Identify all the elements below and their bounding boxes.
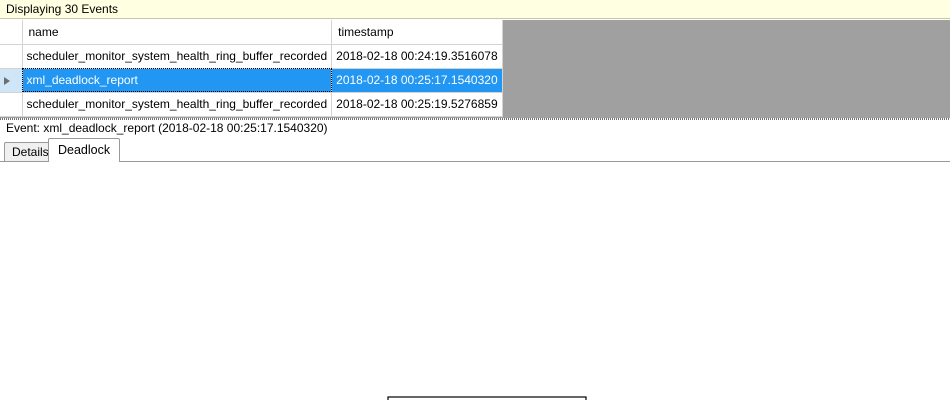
row-selector-cell[interactable]: [0, 44, 23, 69]
column-header-name[interactable]: name: [22, 20, 333, 45]
row-selector-arrow-icon: [4, 76, 10, 85]
resource-node-top[interactable]: Key Lock HoBt ID: 72057594214154240 asso…: [385, 396, 588, 400]
tab-details[interactable]: Details: [4, 142, 57, 162]
cell-name[interactable]: scheduler_monitor_system_health_ring_buf…: [22, 44, 333, 69]
cell-name[interactable]: scheduler_monitor_system_health_ring_buf…: [22, 92, 333, 117]
events-count-banner: Displaying 30 Events: [0, 0, 950, 19]
event-caption: Event: xml_deadlock_report (2018-02-18 0…: [0, 120, 950, 138]
row-selector-cell[interactable]: [0, 68, 23, 93]
cell-timestamp[interactable]: 2018-02-18 00:24:19.3516078: [331, 44, 503, 69]
row-selector-cell[interactable]: [0, 92, 23, 117]
events-grid[interactable]: name timestamp scheduler_monitor_system_…: [0, 20, 503, 117]
table-row[interactable]: scheduler_monitor_system_health_ring_buf…: [0, 44, 503, 69]
column-header-selector[interactable]: [0, 20, 23, 45]
table-row[interactable]: xml_deadlock_report 2018-02-18 00:25:17.…: [0, 68, 503, 93]
grid-header-row: name timestamp: [0, 20, 503, 45]
deadlock-graph-canvas[interactable]: Server process Id: 86 Server batch Id: 0…: [0, 161, 950, 400]
tab-deadlock[interactable]: Deadlock: [48, 138, 121, 162]
cell-timestamp[interactable]: 2018-02-18 00:25:17.1540320: [331, 68, 503, 93]
table-row[interactable]: scheduler_monitor_system_health_ring_buf…: [0, 92, 503, 117]
events-grid-area[interactable]: name timestamp scheduler_monitor_system_…: [0, 20, 950, 118]
column-header-timestamp[interactable]: timestamp: [331, 20, 503, 45]
cell-name[interactable]: xml_deadlock_report: [22, 68, 333, 93]
tabstrip: Details Deadlock: [0, 138, 950, 162]
cell-timestamp[interactable]: 2018-02-18 00:25:19.5276859: [331, 92, 503, 117]
splitter-handle[interactable]: [0, 118, 950, 121]
